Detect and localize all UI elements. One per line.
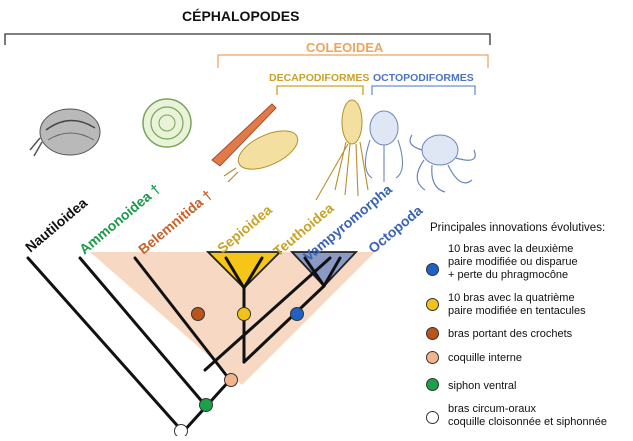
legend-dot-blue bbox=[426, 263, 439, 276]
node-green-dot bbox=[200, 399, 213, 412]
node-blue-dot bbox=[291, 308, 304, 321]
cephalopodes-title: CÉPHALOPODES bbox=[182, 8, 299, 24]
decapodiformes-bracket bbox=[277, 86, 363, 95]
legend-line: coquille cloisonnée et siphonnée bbox=[448, 416, 607, 429]
legend-line: bras portant des crochets bbox=[448, 328, 572, 341]
legend-item-white: bras circum-oraux coquille cloisonnée et… bbox=[448, 403, 607, 429]
legend-item-green: siphon ventral bbox=[448, 380, 517, 393]
ammonite-illustration bbox=[143, 99, 191, 147]
legend-line: 10 bras avec la quatrième bbox=[448, 292, 586, 305]
legend-item-yellow: 10 bras avec la quatrième paire modifiée… bbox=[448, 292, 586, 318]
nautilus-illustration bbox=[30, 109, 100, 156]
octopodiformes-title: OCTOPODIFORMES bbox=[373, 72, 474, 84]
octopus-illustration bbox=[410, 135, 475, 192]
legend-dot-white bbox=[426, 411, 439, 424]
node-peach-dot bbox=[225, 374, 238, 387]
legend-line: bras circum-oraux bbox=[448, 403, 607, 416]
legend-line: siphon ventral bbox=[448, 380, 517, 393]
octopodiformes-bracket bbox=[372, 86, 475, 95]
coleoidea-bracket bbox=[218, 55, 488, 68]
cuttlefish-illustration bbox=[224, 123, 303, 182]
legend-dot-peach bbox=[426, 351, 439, 364]
node-yellow-dot bbox=[238, 308, 251, 321]
legend-line: + perte du phragmocône bbox=[448, 269, 578, 282]
legend-line: coquille interne bbox=[448, 352, 522, 365]
legend-dot-green bbox=[426, 378, 439, 391]
legend-title: Principales innovations évolutives: bbox=[430, 222, 605, 234]
vampire-squid-illustration bbox=[365, 111, 402, 182]
legend-item-brown: bras portant des crochets bbox=[448, 328, 572, 341]
legend-line: paire modifiée en tentacules bbox=[448, 305, 586, 318]
legend-item-peach: coquille interne bbox=[448, 352, 522, 365]
legend-line: 10 bras avec la deuxième bbox=[448, 243, 578, 256]
decapodiformes-title: DECAPODIFORMES bbox=[269, 72, 369, 84]
node-brown-dot bbox=[192, 308, 205, 321]
cephalopodes-bracket bbox=[5, 34, 490, 45]
legend-line: paire modifiée ou disparue bbox=[448, 256, 578, 269]
legend-dot-yellow bbox=[426, 298, 439, 311]
squid-illustration bbox=[316, 100, 368, 200]
legend-dot-brown bbox=[426, 327, 439, 340]
node-white-dot bbox=[175, 425, 188, 437]
legend-item-blue: 10 bras avec la deuxième paire modifiée … bbox=[448, 243, 578, 282]
coleoidea-title: COLEOIDEA bbox=[306, 40, 383, 55]
